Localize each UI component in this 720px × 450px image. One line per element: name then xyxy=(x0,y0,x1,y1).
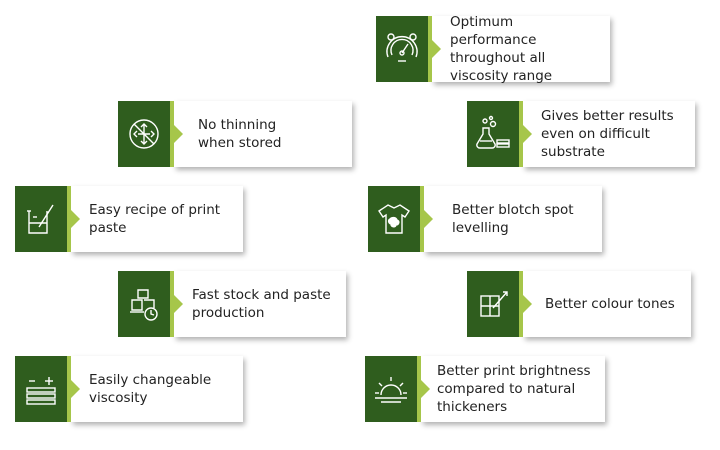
no-thinning-icon xyxy=(124,114,164,154)
feature-no-thinning: No thinning when stored xyxy=(118,101,352,167)
feature-icon-box xyxy=(365,356,421,422)
card-pointer xyxy=(424,210,433,228)
card-pointer xyxy=(432,40,441,58)
feature-text: Fast stock and paste production xyxy=(192,287,331,321)
feature-text: No thinning when stored xyxy=(198,117,282,151)
card-pointer xyxy=(174,295,183,313)
feature-icon-box xyxy=(368,186,424,252)
feature-text: Better blotch spot levelling xyxy=(452,202,574,236)
feature-icon-box xyxy=(467,101,523,167)
feature-fast-stock: Fast stock and paste production xyxy=(118,271,346,337)
feature-icon-box xyxy=(118,271,174,337)
feature-text: Easily changeable viscosity xyxy=(89,372,212,406)
feature-card: Better blotch spot levelling xyxy=(424,186,602,252)
feature-icon-box xyxy=(376,16,432,82)
beaker-icon xyxy=(21,199,61,239)
feature-easy-recipe: Easy recipe of print paste xyxy=(15,186,243,252)
card-pointer xyxy=(71,380,80,398)
feature-card: Optimum performance throughout all visco… xyxy=(432,14,610,84)
lab-flask-icon xyxy=(473,114,513,154)
feature-text: Easy recipe of print paste xyxy=(89,202,221,236)
gauge-icon xyxy=(382,29,422,69)
feature-card: Gives better results even on difficult s… xyxy=(523,101,695,167)
card-pointer xyxy=(174,125,183,143)
colour-swatch-icon xyxy=(473,284,513,324)
sunrise-icon xyxy=(371,369,411,409)
feature-card: Easily changeable viscosity xyxy=(71,356,243,422)
card-pointer xyxy=(71,210,80,228)
feature-card: No thinning when stored xyxy=(174,101,352,167)
feature-icon-box xyxy=(467,271,523,337)
feature-card: Easy recipe of print paste xyxy=(71,186,243,252)
feature-text: Better colour tones xyxy=(545,296,675,312)
feature-text: Gives better results even on difficult s… xyxy=(541,108,674,160)
feature-better-results: Gives better results even on difficult s… xyxy=(467,101,695,167)
feature-card: Fast stock and paste production xyxy=(174,271,346,337)
feature-icon-box xyxy=(15,186,71,252)
feature-card: Better print brightness compared to natu… xyxy=(421,356,605,422)
feature-changeable-viscosity: Easily changeable viscosity xyxy=(15,356,243,422)
feature-optimum-performance: Optimum performance throughout all visco… xyxy=(376,14,610,84)
feature-icon-box xyxy=(15,356,71,422)
feature-print-brightness: Better print brightness compared to natu… xyxy=(365,356,605,422)
card-pointer xyxy=(523,125,532,143)
feature-colour-tones: Better colour tones xyxy=(467,271,691,337)
feature-card: Better colour tones xyxy=(523,271,691,337)
card-pointer xyxy=(523,295,532,313)
feature-text: Optimum performance throughout all visco… xyxy=(450,14,553,84)
feature-text: Better print brightness compared to natu… xyxy=(437,363,591,415)
card-pointer xyxy=(421,380,430,398)
boxes-clock-icon xyxy=(124,284,164,324)
feature-icon-box xyxy=(118,101,174,167)
feature-blotch-spot: Better blotch spot levelling xyxy=(368,186,602,252)
layers-icon xyxy=(21,369,61,409)
shirt-stain-icon xyxy=(374,199,414,239)
